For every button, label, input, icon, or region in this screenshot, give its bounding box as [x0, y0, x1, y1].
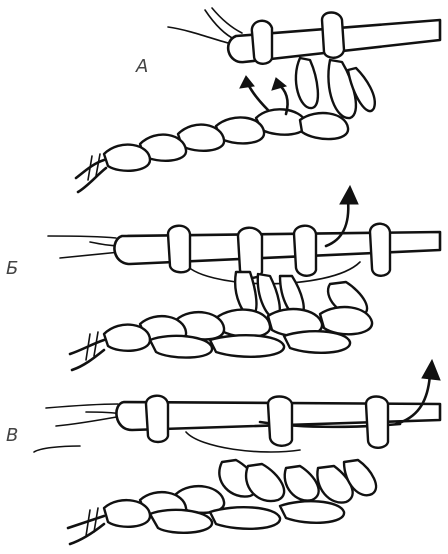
loop-on-hook-a1 [252, 21, 272, 64]
hand-outline-v [46, 404, 118, 408]
chain-link-b8 [210, 335, 284, 357]
chain-link-b3 [320, 307, 372, 334]
chain-link-a5 [300, 113, 348, 139]
arrow-a-left [248, 84, 268, 110]
loop-on-hook-v2 [268, 397, 292, 446]
hand-outline-a [168, 27, 232, 44]
step-label-a: А [136, 56, 148, 77]
loop-on-hook-b4 [370, 224, 390, 276]
chain-link-a9 [104, 145, 150, 171]
chain-link-a1 [296, 58, 318, 108]
chain-link-b9 [284, 331, 350, 353]
loop-on-hook-v1 [146, 396, 168, 442]
loop-on-hook-v3 [366, 397, 388, 448]
loop-on-hook-b1 [168, 226, 190, 273]
chain-link-b6 [104, 325, 150, 351]
panel-v [34, 360, 440, 544]
panel-a [76, 8, 440, 192]
step-label-b: Б [6, 258, 18, 279]
chain-link-v3 [104, 500, 150, 527]
loop-on-hook-b3 [294, 226, 316, 276]
loop-on-hook-b2 [238, 228, 262, 278]
yarn-tail-v [68, 516, 104, 528]
chain-link-b7 [150, 336, 212, 358]
chain-link-v4 [150, 510, 212, 533]
hand-outline-b [48, 236, 116, 238]
chain-link-v5 [210, 507, 280, 529]
panel-b [48, 186, 440, 370]
step-label-v: В [6, 425, 18, 446]
loop-on-hook-a2 [322, 13, 344, 58]
chain-link-v6 [280, 501, 344, 523]
